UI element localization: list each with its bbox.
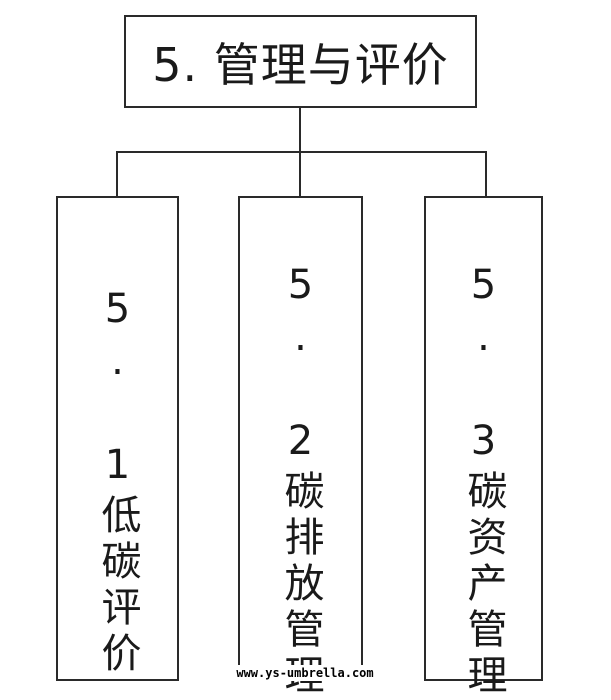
child-node-label: 5. 2碳排放管理: [277, 262, 324, 700]
watermark-url: www.ys-umbrella.com: [205, 665, 405, 681]
child-node-carbon-asset-management: 5. 3碳资产管理: [424, 196, 543, 700]
root-node: 5. 管理与评价: [124, 15, 477, 108]
connector-horizontal-bus: [116, 151, 487, 153]
connector-to-child-3: [485, 151, 487, 196]
root-node-label: 5. 管理与评价: [152, 37, 449, 92]
connector-root-down: [299, 108, 301, 152]
connector-to-child-1: [116, 151, 118, 196]
child-node-carbon-emission-management: 5. 2碳排放管理: [238, 196, 363, 700]
child-node-low-carbon-evaluation: 5. 1低碳评价: [56, 196, 179, 681]
child-node-label: 5. 1低碳评价: [94, 286, 141, 678]
child-node-label: 5. 3碳资产管理: [460, 262, 507, 700]
connector-to-child-2: [299, 151, 301, 196]
